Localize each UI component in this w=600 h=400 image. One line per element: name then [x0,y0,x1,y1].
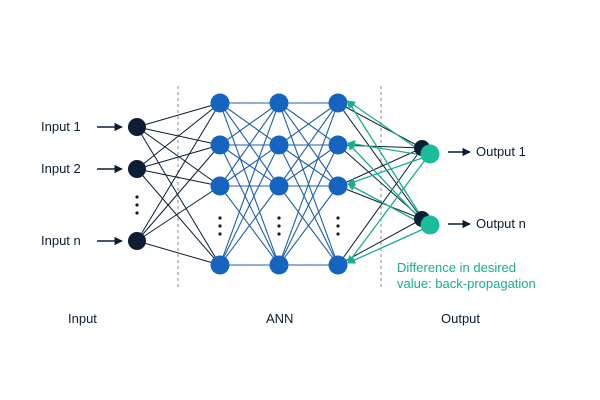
hidden-2-ellipsis [277,216,281,236]
backprop-arrow [347,100,429,228]
hidden-1-ellipsis [218,216,222,236]
output-node-2 [420,215,440,235]
edge [278,144,339,187]
backprop-arrow [347,155,429,264]
edge [136,102,221,242]
edge [278,102,339,146]
edge [136,144,221,170]
hidden-node-l1-3 [210,176,230,196]
edge [337,102,423,149]
edge [278,185,339,266]
edge [337,218,423,266]
edge [219,102,280,187]
hidden-node-l1-4 [210,255,230,275]
hidden-node-l2-4 [269,255,289,275]
hidden-node-l3-4 [328,255,348,275]
backprop-note-line-1: Difference in desired [397,260,516,275]
edge [337,147,423,266]
input-node-2 [128,160,146,178]
hidden-layer-edges [219,102,339,266]
edge [136,102,221,170]
hidden-node-l1-1 [210,93,230,113]
input-label-n: Input n [41,233,81,248]
section-label-output: Output [441,311,480,326]
edge [337,102,423,220]
edge [219,102,280,146]
input-to-hidden-edges [136,102,221,266]
input-ellipsis [135,195,139,215]
hidden-node-l2-2 [269,135,289,155]
backprop-arrow [347,140,429,157]
hidden-node-l3-1 [328,93,348,113]
edge [219,144,280,266]
edge [278,102,339,187]
input-node-3 [128,232,146,250]
edge [337,185,423,220]
backprop-arrow [347,226,429,264]
edge [136,185,221,242]
section-label-ann: ANN [266,311,293,326]
edge [136,168,221,266]
edge [278,102,339,266]
hidden-3-ellipsis [336,216,340,236]
hidden-node-l2-1 [269,93,289,113]
edge [136,126,221,266]
edge [136,240,221,266]
hidden-node-l1-2 [210,135,230,155]
output-label-n: Output n [476,216,526,231]
backprop-note-line-2: value: back-propagation [397,276,536,291]
edge [136,144,221,242]
edge [136,168,221,187]
input-label-1: Input 1 [41,119,81,134]
hidden-node-l3-3 [328,176,348,196]
section-label-input: Input [68,311,97,326]
hidden-node-l3-2 [328,135,348,155]
hidden-to-output-edges [337,102,423,266]
backpropagation-arrows [347,100,429,264]
edge [219,144,280,187]
input-node-1 [128,118,146,136]
hidden-node-l2-3 [269,176,289,196]
network-nodes [128,93,440,275]
edge [219,185,280,266]
output-node-1 [420,144,440,164]
edge [136,102,221,128]
edge [219,102,280,266]
backprop-arrow [347,155,429,186]
output-label-1: Output 1 [476,144,526,159]
edge [278,144,339,266]
input-label-2: Input 2 [41,161,81,176]
backprop-arrow [347,142,429,228]
